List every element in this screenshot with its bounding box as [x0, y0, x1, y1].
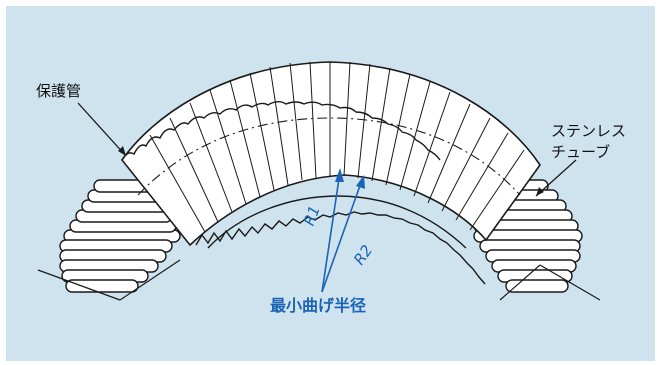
protective-bellows	[121, 61, 541, 247]
corrugation-lines	[149, 61, 525, 233]
inner-bend-arc	[207, 195, 467, 249]
leader-stainless-tube	[535, 159, 577, 197]
stainless-tube-label-line2: チューブ	[551, 143, 611, 161]
guide-lines	[37, 259, 601, 301]
radius-arrows	[321, 168, 365, 293]
min-bend-radius-label: 最小曲げ半径	[270, 296, 367, 315]
protective-tube-label: 保護管	[36, 82, 82, 100]
leader-protective-tube	[77, 102, 127, 157]
stainless-tube-label-line1: ステンレス	[551, 122, 627, 140]
